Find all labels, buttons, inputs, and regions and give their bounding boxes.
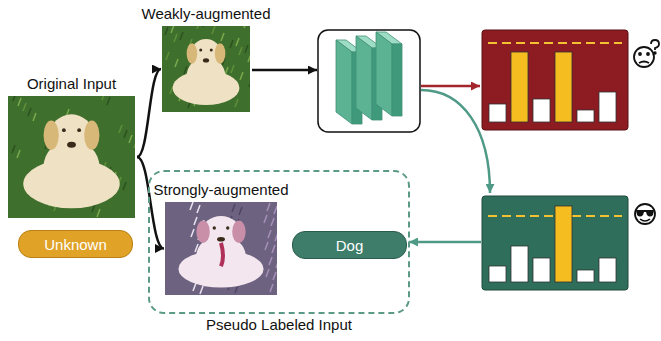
network-layers — [336, 32, 402, 124]
dog-photo — [162, 26, 250, 112]
confused-face-icon — [634, 40, 659, 67]
dog-photo — [8, 96, 135, 218]
flow-arrow — [409, 241, 481, 244]
flow-arrow — [137, 69, 161, 157]
flow-arrow — [421, 90, 490, 193]
dashed-group: Pseudo Labeled InputStrongly-augmentedDo… — [148, 170, 410, 314]
class-label: Unknown — [44, 236, 107, 253]
image-panel: Strongly-augmented — [165, 202, 277, 295]
flow-arrow — [421, 85, 480, 88]
low-confidence-histogram — [482, 30, 628, 130]
caption-text: Original Input — [27, 75, 116, 92]
flow-arrow — [252, 69, 317, 72]
network-box — [318, 30, 420, 132]
image-panel: Weakly-augmented — [162, 26, 250, 112]
high-confidence-histogram — [482, 196, 628, 290]
label-pill: Unknown — [18, 230, 133, 258]
label-pill: Dog — [292, 231, 407, 259]
caption-text: Pseudo Labeled Input — [206, 316, 352, 333]
confident-face-icon — [635, 204, 655, 224]
image-panel: Original Input — [8, 96, 135, 218]
caption-text: Weakly-augmented — [142, 5, 271, 22]
class-label: Dog — [336, 237, 364, 254]
caption-text: Strongly-augmented — [153, 181, 288, 198]
dog-photo — [165, 202, 277, 295]
